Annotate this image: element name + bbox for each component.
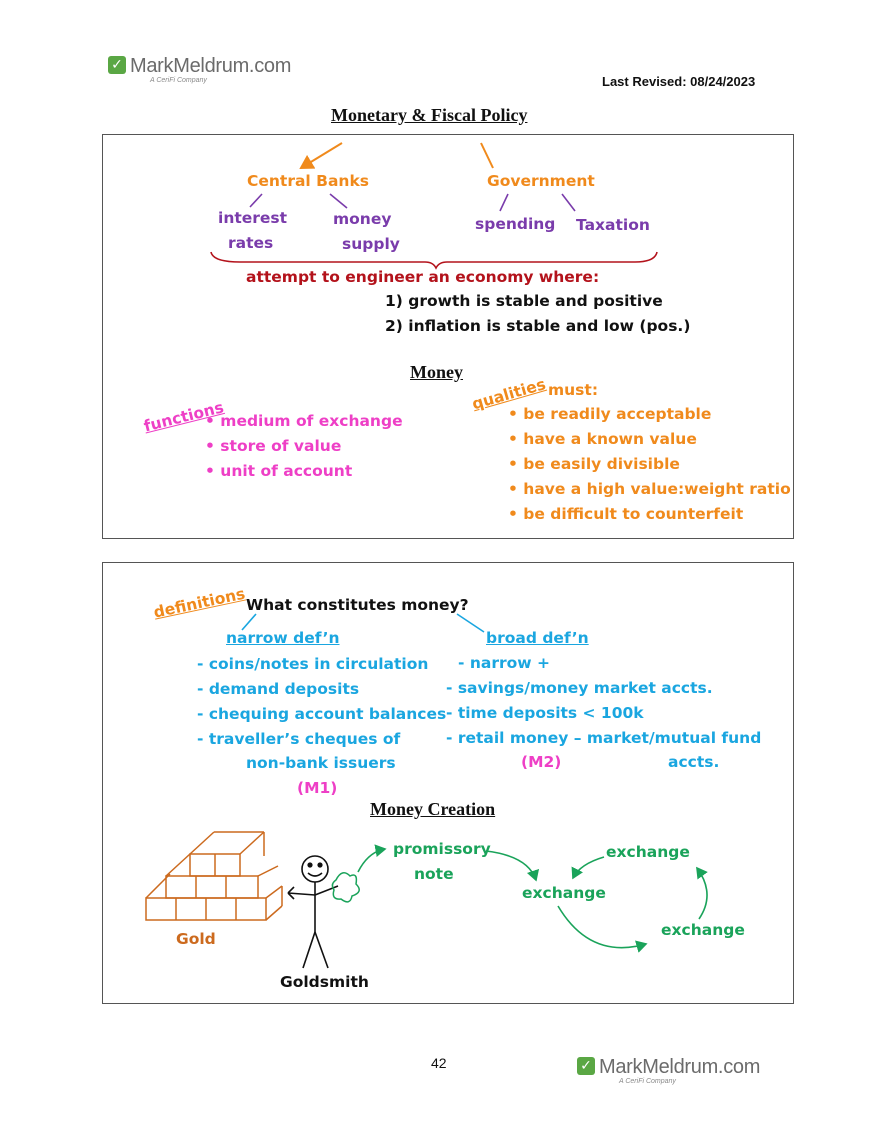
banknote-icon xyxy=(331,872,360,903)
money-creation-heading: Money Creation xyxy=(370,799,496,819)
list-item: • medium of exchange xyxy=(205,412,403,430)
header-logo[interactable]: ✓ MarkMeldrum.com A CeriFi Company xyxy=(108,56,291,85)
list-item: • unit of account xyxy=(205,462,353,480)
gold-label: Gold xyxy=(176,930,216,948)
broad-list: - narrow + - savings/money market accts.… xyxy=(446,654,761,754)
list-item: • be readily acceptable xyxy=(508,405,712,423)
list-item: • be easily divisible xyxy=(508,455,680,473)
attempt-text: attempt to engineer an economy where: xyxy=(246,268,600,286)
tree-lines xyxy=(249,193,576,212)
exchange-label-2: exchange xyxy=(606,843,690,861)
list-item: • have a known value xyxy=(508,430,697,448)
footer-logo[interactable]: ✓ MarkMeldrum.com A CeriFi Company xyxy=(577,1057,760,1086)
list-item: - retail money – market/mutual fund xyxy=(446,729,762,747)
list-item: • store of value xyxy=(205,437,342,455)
narrow-title: narrow def’n xyxy=(226,629,340,647)
stick-figure-icon xyxy=(287,855,339,969)
accts-label: accts. xyxy=(668,753,720,771)
qualities-list: • be readily acceptable • have a known v… xyxy=(508,405,791,530)
last-revised: Last Revised: 08/24/2023 xyxy=(602,74,756,89)
logo-brand: MarkMeldrum.com xyxy=(599,1056,761,1078)
must-label: must: xyxy=(548,381,599,399)
taxation-label: Taxation xyxy=(576,216,650,234)
interest-label: interest xyxy=(218,209,288,227)
narrow-list: - coins/notes in circulation - demand de… xyxy=(197,655,446,755)
supply-label: supply xyxy=(342,235,400,253)
m1-label: (M1) xyxy=(297,779,338,797)
goal-1: 1) growth is stable and positive xyxy=(385,292,663,310)
narrow-connector xyxy=(241,613,257,631)
list-item: - chequing account balances xyxy=(197,705,447,723)
central-banks-label: Central Banks xyxy=(247,172,369,190)
government-label: Government xyxy=(487,172,595,190)
check-logo-icon: ✓ xyxy=(577,1057,595,1075)
list-item: - coins/notes in circulation xyxy=(197,655,429,673)
exchange-label-1: exchange xyxy=(522,884,606,902)
list-item: • have a high value:weight ratio xyxy=(508,480,791,498)
m2-label: (M2) xyxy=(521,753,562,771)
question-text: What constitutes money? xyxy=(246,596,469,614)
note-label: note xyxy=(414,865,454,883)
logo-brand: MarkMeldrum.com xyxy=(130,55,292,77)
promissory-label: promissory xyxy=(393,840,491,858)
list-item: - narrow + xyxy=(458,654,550,672)
exchange-arrows xyxy=(357,844,708,953)
goal-2: 2) inflation is stable and low (pos.) xyxy=(385,317,691,335)
list-item: • be difficult to counterfeit xyxy=(508,505,744,523)
list-item: - demand deposits xyxy=(197,680,360,698)
logo-tagline: A CeriFi Company xyxy=(150,77,207,84)
list-item: - savings/money market accts. xyxy=(446,679,713,697)
money-heading: Money xyxy=(410,362,463,382)
list-item: - time deposits < 100k xyxy=(446,704,644,722)
money-label: money xyxy=(333,210,392,228)
panel-policy xyxy=(102,134,794,539)
exchange-label-3: exchange xyxy=(661,921,745,939)
narrow-cont: non-bank issuers xyxy=(246,754,396,772)
check-logo-icon: ✓ xyxy=(108,56,126,74)
brace-line xyxy=(210,251,658,270)
functions-list: • medium of exchange • store of value • … xyxy=(205,412,403,487)
panel-money-def xyxy=(102,562,794,1004)
logo-tagline: A CeriFi Company xyxy=(619,1078,676,1085)
gold-bricks-icon xyxy=(145,831,283,921)
rates-label: rates xyxy=(228,234,274,252)
page-number: 42 xyxy=(431,1055,447,1071)
policy-arrows xyxy=(299,142,494,170)
spending-label: spending xyxy=(475,215,556,233)
list-item: - traveller’s cheques of xyxy=(197,730,401,748)
broad-connector xyxy=(456,613,485,633)
goldsmith-label: Goldsmith xyxy=(280,973,369,991)
page-title: Monetary & Fiscal Policy xyxy=(331,105,528,125)
broad-title: broad def’n xyxy=(486,629,589,647)
